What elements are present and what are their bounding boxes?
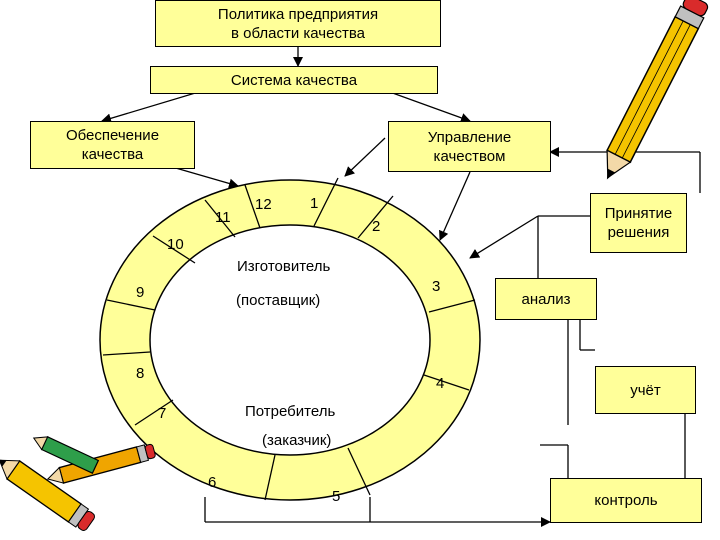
consumer-label: Потребитель bbox=[245, 403, 336, 420]
arrow-management-to-ring bbox=[344, 137, 386, 177]
quality-assurance-box: Обеспечение качества bbox=[30, 121, 195, 169]
segment-number-3: 3 bbox=[432, 278, 441, 295]
segment-number-2: 2 bbox=[372, 218, 381, 235]
quality-system-box: Система качества bbox=[150, 66, 438, 94]
control-box: контроль bbox=[550, 478, 702, 523]
customer-label: (заказчик) bbox=[262, 432, 332, 449]
segment-number-9: 9 bbox=[136, 284, 145, 301]
quality-ring bbox=[99, 177, 481, 501]
analysis-box: анализ bbox=[495, 278, 597, 320]
decision-box: Принятие решения bbox=[590, 193, 687, 253]
segment-number-8: 8 bbox=[136, 365, 145, 382]
segment-number-5: 5 bbox=[332, 488, 341, 505]
segment-number-4: 4 bbox=[436, 375, 445, 392]
accounting-box: учёт bbox=[595, 366, 696, 414]
arrow-management-to-manufacturer bbox=[439, 171, 471, 241]
arrow-decision-to-manufacturer bbox=[469, 215, 539, 259]
ring-segment-dividers bbox=[102, 177, 476, 501]
segment-number-12: 12 bbox=[255, 196, 272, 213]
quality-management-box: Управление качеством bbox=[388, 121, 551, 172]
manufacturer-label: Изготовитель bbox=[237, 258, 331, 275]
segment-number-7: 7 bbox=[158, 405, 167, 422]
policy-box: Политика предприятия в области качества bbox=[155, 0, 441, 47]
pencils-icon bbox=[0, 436, 156, 531]
segment-number-10: 10 bbox=[167, 236, 184, 253]
supplier-label: (поставщик) bbox=[236, 292, 321, 309]
segment-number-11: 11 bbox=[215, 209, 231, 226]
pencil-icon bbox=[606, 0, 709, 180]
segment-number-1: 1 bbox=[310, 195, 319, 212]
segment-number-6: 6 bbox=[208, 474, 217, 491]
